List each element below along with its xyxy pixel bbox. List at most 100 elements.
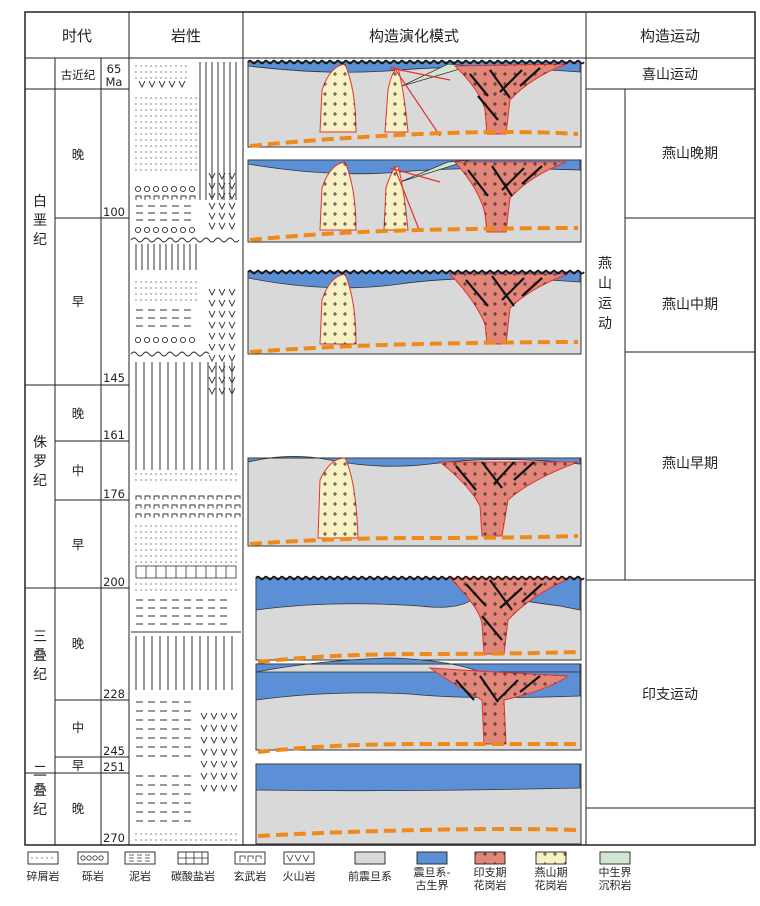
svg-text:燕山运动: 燕山运动 — [598, 256, 612, 332]
legend-label: 碎屑岩 — [27, 869, 60, 883]
epoch-t-middle: 中 — [72, 720, 85, 735]
legend-label: 燕山期 — [535, 866, 568, 879]
age-65: 65 — [107, 62, 122, 76]
movement-yanshan-early: 燕山早期 — [662, 456, 718, 472]
legend-item-clastic: 碎屑岩 — [27, 851, 60, 883]
hatch-line — [481, 615, 503, 641]
legend-label: 震旦系- — [414, 866, 451, 879]
unconformity-line — [247, 59, 585, 65]
age-270: 270 — [103, 831, 125, 845]
legend-item-pre-sinian: 前震旦系 — [348, 851, 392, 883]
epoch-t-late: 晚 — [72, 636, 85, 651]
legend-label: 砾岩 — [82, 869, 104, 883]
svg-text:侏罗纪: 侏罗纪 — [33, 435, 47, 489]
basement-boundary — [249, 130, 579, 148]
age-245: 245 — [103, 744, 125, 758]
mesozoic-sediment — [399, 159, 471, 183]
legend-swatch — [416, 851, 448, 865]
legend-item-sinian-paleozoic: 震旦系-古生界 — [414, 851, 451, 892]
sinian-paleozoic-layer — [255, 763, 581, 792]
movement-yanshan-late: 燕山晚期 — [662, 146, 718, 162]
unconformity-line — [247, 269, 585, 275]
legend-label-2: 沉积岩 — [599, 878, 632, 892]
movement-himalayan: 喜山运动 — [642, 67, 698, 83]
tectonic-section — [247, 456, 582, 547]
epoch-k-late: 晚 — [72, 147, 85, 162]
legend-swatch — [234, 851, 266, 865]
hatch-line — [519, 67, 541, 87]
legend-label: 印支期 — [474, 866, 507, 879]
legend-item-carbonate: 碳酸盐岩 — [171, 851, 215, 883]
svg-text:三叠纪: 三叠纪 — [33, 629, 47, 683]
hatch-line — [491, 275, 515, 307]
hatch-line — [521, 165, 543, 185]
hatch-line — [477, 95, 499, 121]
period-triassic: 三叠纪 — [33, 629, 47, 683]
unconformity-line — [255, 575, 585, 581]
hatch-line — [521, 277, 543, 297]
epoch-k-early: 早 — [72, 294, 85, 309]
period-paleogene: 古近纪 — [61, 68, 96, 82]
age-176: 176 — [103, 487, 125, 501]
basement-boundary — [249, 534, 579, 546]
header-era: 时代 — [62, 27, 92, 45]
granite-pattern — [320, 274, 356, 344]
header-model: 构造演化模式 — [369, 27, 459, 45]
granite-pattern — [450, 274, 568, 344]
age-100: 100 — [103, 205, 125, 219]
hatch-line — [497, 679, 519, 701]
hatch-line — [455, 679, 475, 701]
age-161: 161 — [103, 428, 125, 442]
legend-label: 火山岩 — [283, 869, 316, 883]
hatch-line — [489, 69, 511, 99]
hatch-line — [465, 279, 489, 307]
hatch-line — [481, 461, 503, 489]
age-200: 200 — [103, 575, 125, 589]
fault-line — [393, 165, 421, 233]
sinian-paleozoic-layer — [247, 456, 581, 467]
basement-boundary — [249, 340, 579, 354]
hatch-line — [469, 73, 489, 97]
hatch-line — [455, 465, 477, 491]
hatch-line — [513, 461, 535, 481]
granite-pattern — [440, 462, 578, 536]
movement-yanshan-middle: 燕山中期 — [662, 297, 718, 313]
basement-boundary — [257, 650, 579, 664]
granite-pattern — [320, 162, 356, 230]
hatch-line — [491, 165, 513, 197]
legend-item-volcanic: 火山岩 — [283, 851, 316, 883]
granite-pattern — [430, 668, 568, 744]
period-permian: 二叠纪 — [33, 764, 47, 818]
legend-label: 中生界 — [599, 865, 632, 879]
legend-item-basalt: 玄武岩 — [234, 851, 267, 883]
table-frame — [24, 11, 756, 846]
fault-line — [392, 65, 441, 137]
basement-boundary — [257, 827, 579, 838]
age-145: 145 — [103, 371, 125, 385]
granite-pattern — [455, 64, 566, 134]
legend: 碎屑岩 砾岩 泥岩 碳酸盐岩玄武岩火山岩 前震旦系震旦系-古生界印支期花岗岩燕山期花岗岩… — [27, 851, 632, 892]
period-cretaceous: 白垩纪 — [33, 194, 47, 248]
basement-boundary — [249, 226, 579, 242]
movement-yanshan: 燕山运动 — [598, 256, 612, 332]
fault-line — [389, 167, 441, 183]
hatch-line — [499, 69, 523, 93]
legend-label: 泥岩 — [129, 869, 151, 883]
tectonic-section — [247, 159, 582, 243]
epoch-t-early: 早 — [72, 758, 85, 773]
svg-text:二叠纪: 二叠纪 — [33, 764, 47, 818]
hatch-line — [465, 583, 487, 607]
hatch-line — [521, 583, 543, 603]
tectonic-sections — [247, 59, 585, 845]
svg-text:白垩纪: 白垩纪 — [33, 194, 47, 248]
hatch-line — [501, 167, 525, 191]
hatch-line — [479, 675, 499, 703]
hatch-line — [467, 169, 489, 197]
epoch-p-late: 晚 — [72, 801, 85, 816]
tectonic-section — [255, 657, 582, 754]
tectonic-section — [247, 269, 585, 355]
